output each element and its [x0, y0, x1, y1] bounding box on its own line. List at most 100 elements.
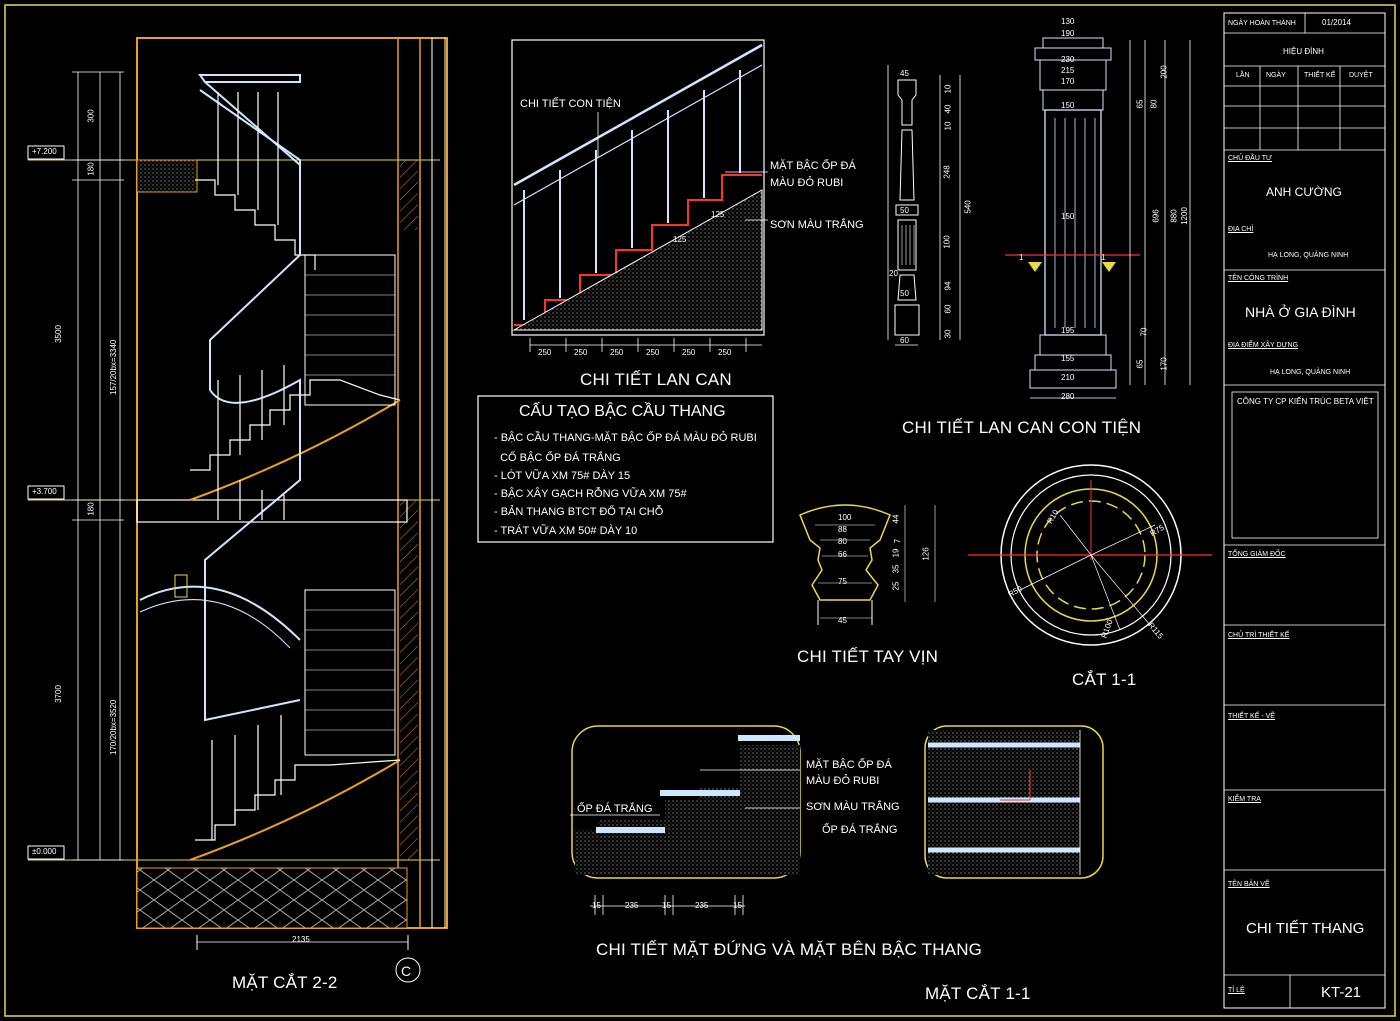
dimension-label: 250 [646, 348, 660, 357]
date-value: 01/2014 [1322, 18, 1351, 27]
revision-col: NGÀY [1266, 72, 1286, 79]
dimension-label: 125 [711, 210, 725, 219]
dimension-label: 150 [1061, 212, 1075, 221]
revision-col: THIẾT KẾ [1304, 72, 1336, 79]
dimension-label: 7 [893, 538, 903, 544]
project-label: TÊN CÔNG TRÌNH [1228, 275, 1289, 282]
dimension-label: 20 [889, 269, 898, 278]
detail-title: CẮT 1-1 [1072, 670, 1137, 689]
drawing-label: TÊN BẢN VẼ [1228, 881, 1270, 888]
dimension-label: 195 [1061, 326, 1075, 335]
dimension-label: 248 [942, 165, 952, 179]
location-value: HẠ LONG, QUẢNG NINH [1270, 369, 1351, 376]
dimension-label: 180 [86, 162, 96, 176]
detail-title: CHI TIẾT LAN CAN [580, 370, 732, 389]
dimension-label: 50 [900, 289, 909, 298]
dimension-label: 235 [695, 901, 709, 910]
dimension-label: 45 [900, 69, 909, 78]
cut-1-1 [968, 464, 1212, 646]
dimension-label: 60 [900, 336, 909, 345]
svg-text:C: C [401, 963, 411, 979]
dimension-label: 230 [1061, 55, 1075, 64]
company-name: CÔNG TY CP KIẾN TRÚC BETA VIỆT [1237, 397, 1374, 406]
dimension-label: 157/20bx=3340 [109, 339, 118, 395]
dimension-label: 300 [86, 109, 96, 123]
construction-line: CỔ BẬC ỐP ĐÁ TRẮNG [494, 452, 621, 464]
dimension-label: 280 [1061, 392, 1075, 401]
dimension-label: 235 [625, 901, 639, 910]
owner-name: ANH CƯỜNG [1266, 185, 1342, 199]
title-block-lines [1224, 13, 1385, 1008]
dimension-label: 15 [733, 901, 742, 910]
step-elevation [570, 725, 801, 915]
dimension-label: 126 [921, 547, 931, 561]
address-label: ĐỊA CHỈ [1228, 226, 1254, 233]
column-detail [1005, 37, 1191, 399]
dimension-label: 65 [1135, 359, 1145, 369]
dimension-label: 19 [891, 548, 901, 558]
dimension-label: 180 [86, 502, 96, 516]
railing-detail [511, 39, 768, 352]
dimension-label: 250 [538, 348, 552, 357]
dimension-label: 50 [900, 206, 909, 215]
dimension-label: 3500 [53, 325, 63, 343]
dimension-label: 170 [1061, 77, 1075, 86]
construction-line: - LÓT VỮA XM 75# DÀY 15 [494, 470, 631, 482]
detail-title: CHI TIẾT TAY VỊN [797, 647, 939, 666]
construction-line: - BẬC XÂY GẠCH RỖNG VỮA XM 75# [494, 488, 687, 500]
dimension-label: 170/20bx=3520 [109, 699, 118, 755]
dimension-label: 2135 [292, 935, 310, 944]
callout-label: MẶT BẬC ỐP ĐÁ [806, 759, 892, 771]
detail-title: CHI TIẾT LAN CAN CON TIỆN [902, 418, 1142, 437]
callout-label: ỐP ĐÁ TRẮNG [577, 803, 653, 815]
dimension-label: 60 [943, 304, 953, 314]
elevation-label: ±0.000 [32, 847, 57, 856]
construction-line: - BẬC CẦU THANG-MẶT BẬC ỐP ĐÁ MÀU ĐỎ RUB… [494, 432, 757, 444]
callout-label: MÀU ĐỎ RUBI [770, 177, 844, 189]
dimension-label: 15 [662, 901, 671, 910]
dimension-label: 170 [1159, 357, 1169, 371]
callout-label: ỐP ĐÁ TRẮNG [822, 824, 898, 836]
dimension-label: 45 [838, 616, 847, 625]
dimension-label: 100 [838, 513, 852, 522]
revision-title: HIỆU ĐÍNH [1283, 47, 1324, 56]
dimension-label: 215 [1061, 66, 1075, 75]
construction-line: - TRÁT VỮA XM 50# DÀY 10 [494, 525, 638, 537]
revision-col: DUYỆT [1349, 72, 1373, 79]
address-value: HẠ LONG, QUẢNG NINH [1268, 252, 1349, 259]
callout-label: SƠN MÀU TRẮNG [770, 219, 864, 231]
sheet-number: KT-21 [1321, 984, 1362, 1001]
dimension-label: 190 [1061, 29, 1075, 38]
construction-box [477, 395, 774, 543]
dimension-label: 100 [942, 235, 952, 249]
scale-label: TỈ LỆ [1228, 987, 1245, 994]
dimension-label: 880 [1169, 209, 1179, 223]
dimension-label: 35 [891, 564, 901, 574]
dimension-label: 155 [1061, 354, 1075, 363]
handrail-detail [799, 504, 936, 625]
dimension-label: 10 [943, 121, 953, 131]
director-label: TỔNG GIÁM ĐỐC [1228, 551, 1286, 558]
section-title: MẶT CẮT 1-1 [925, 984, 1031, 1003]
project-name: NHÀ Ở GIA ĐÌNH [1245, 304, 1356, 320]
section-2-2: C [27, 37, 448, 983]
dimension-label: 40 [943, 104, 953, 114]
dimension-label: 10 [943, 84, 953, 94]
design-label: THIẾT KẾ - VẼ [1228, 713, 1275, 720]
dimension-label: 70 [1139, 327, 1149, 337]
revision-col: LẦN [1236, 72, 1250, 79]
detail-title: CHI TIẾT MẶT ĐỨNG VÀ MẶT BÊN BẬC THANG [596, 940, 983, 959]
owner-label: CHỦ ĐẦU TƯ [1228, 155, 1272, 162]
dimension-label: 80 [1149, 99, 1159, 109]
construction-line: - BẢN THANG BTCT ĐỔ TẠI CHỖ [494, 506, 664, 518]
dimension-label: 44 [891, 514, 901, 524]
dimension-label: 250 [610, 348, 624, 357]
dimension-label: 30 [943, 329, 953, 339]
dimension-label: 125 [673, 235, 687, 244]
dimension-label: 1200 [1179, 207, 1189, 225]
dimension-label: 250 [574, 348, 588, 357]
dimension-label: 94 [943, 281, 953, 291]
cut-mark-label: 1 [1019, 253, 1024, 262]
